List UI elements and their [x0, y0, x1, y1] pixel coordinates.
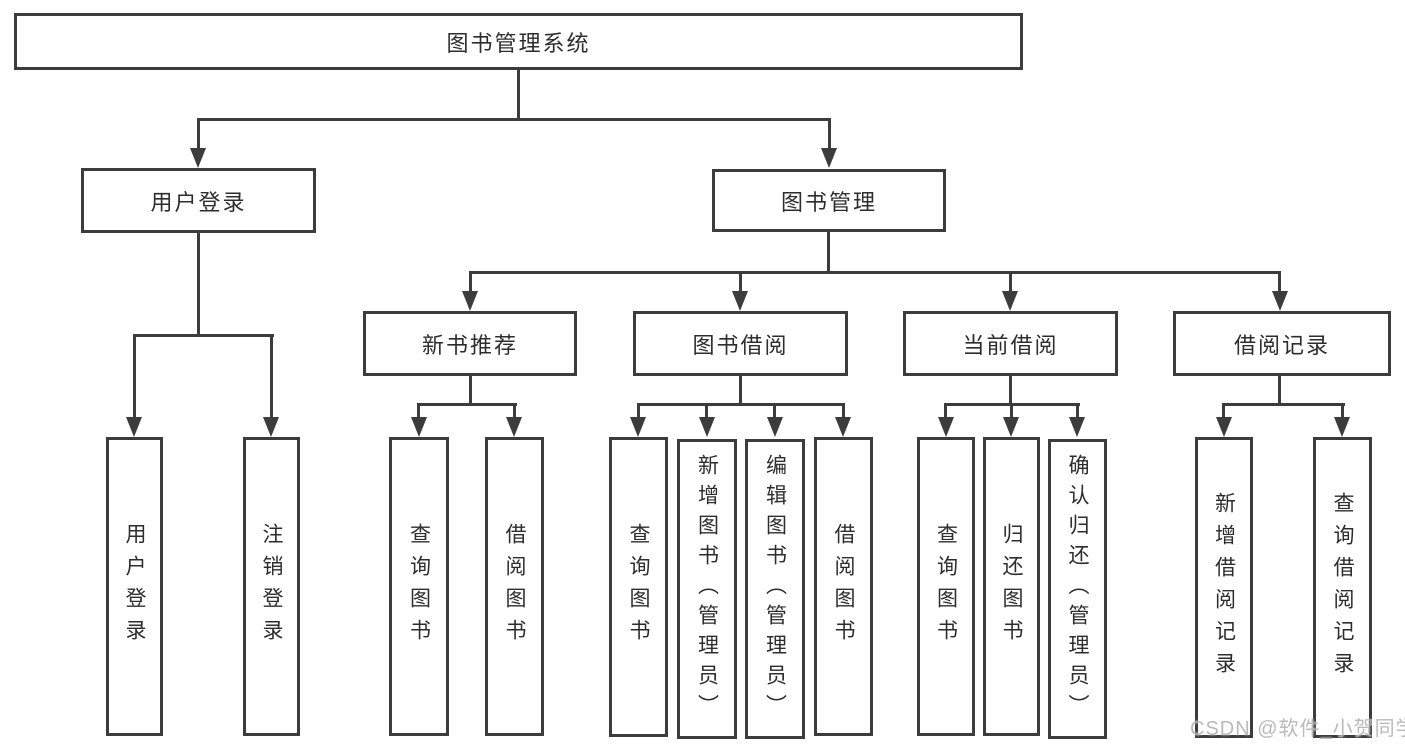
node-book-borrow-label: 图书借阅 [692, 332, 789, 358]
connector-segment [517, 68, 520, 118]
arrow-down-icon [767, 417, 783, 437]
leaf-user-login: 用户登录 [106, 437, 163, 736]
node-root-label: 图书管理系统 [446, 30, 591, 56]
leaf-current-return-label: 归还图书 [1000, 522, 1023, 651]
arrow-down-icon [411, 417, 427, 437]
connector-segment [739, 271, 742, 293]
arrow-down-icon [630, 417, 646, 437]
arrow-down-icon [263, 417, 279, 437]
node-book-management-label: 图书管理 [780, 189, 877, 215]
leaf-borrow-add-admin: 新增图书（管理员） [677, 439, 737, 739]
connector-segment [197, 230, 200, 336]
connector-segment [513, 403, 516, 419]
arrow-down-icon [1003, 417, 1019, 437]
leaf-newbook-borrow-label: 借阅图书 [503, 522, 526, 651]
arrow-down-icon [1069, 417, 1085, 437]
node-book-management: 图书管理 [712, 169, 946, 232]
node-user-login: 用户登录 [81, 168, 316, 233]
node-borrow-records-label: 借阅记录 [1233, 332, 1330, 358]
connector-segment [842, 403, 845, 419]
connector-segment [133, 334, 274, 337]
connector-segment [773, 403, 776, 419]
node-book-borrow: 图书借阅 [633, 311, 848, 376]
leaf-newbook-query: 查询图书 [389, 437, 449, 736]
connector-segment [1009, 374, 1012, 406]
leaf-record-query: 查询借阅记录 [1313, 437, 1372, 738]
leaf-current-return: 归还图书 [983, 437, 1040, 736]
arrow-down-icon [821, 148, 837, 168]
leaf-record-add-label: 新增借阅记录 [1212, 491, 1236, 684]
node-new-book-recommend: 新书推荐 [363, 311, 577, 376]
leaf-logout-label: 注销登录 [260, 522, 283, 651]
connector-segment [417, 403, 420, 419]
connector-segment [469, 271, 472, 293]
node-root: 图书管理系统 [14, 13, 1023, 70]
arrow-down-icon [1334, 417, 1350, 437]
node-current-borrow: 当前借阅 [903, 311, 1118, 376]
leaf-borrow-edit-admin: 编辑图书（管理员） [745, 439, 805, 739]
arrow-down-icon [835, 417, 851, 437]
leaf-borrow-book-label: 借阅图书 [832, 522, 855, 651]
connector-segment [417, 403, 517, 406]
arrow-down-icon [462, 291, 478, 311]
connector-segment [828, 118, 831, 150]
leaf-borrow-add-admin-label: 新增图书（管理员） [695, 454, 719, 724]
connector-segment [1076, 403, 1079, 419]
connector-segment [944, 403, 947, 419]
leaf-newbook-borrow: 借阅图书 [485, 437, 544, 736]
leaf-user-login-label: 用户登录 [123, 522, 146, 651]
connector-segment [197, 118, 831, 121]
connector-segment [133, 334, 136, 419]
connector-segment [1222, 403, 1345, 406]
node-current-borrow-label: 当前借阅 [962, 332, 1059, 358]
leaf-confirm-return-admin-label: 确认归还（管理员） [1066, 454, 1089, 724]
leaf-newbook-query-label: 查询图书 [407, 522, 431, 651]
arrow-down-icon [699, 417, 715, 437]
leaf-record-query-label: 查询借阅记录 [1331, 491, 1354, 684]
connector-segment [1009, 271, 1012, 293]
connector-segment [1222, 403, 1225, 419]
leaf-current-query-label: 查询图书 [934, 522, 958, 651]
node-borrow-records: 借阅记录 [1173, 311, 1391, 376]
arrow-down-icon [732, 291, 748, 311]
node-new-book-recommend-label: 新书推荐 [421, 332, 518, 358]
connector-segment [637, 403, 845, 406]
arrow-down-icon [506, 417, 522, 437]
arrow-down-icon [938, 417, 954, 437]
leaf-current-query: 查询图书 [917, 437, 975, 736]
arrow-down-icon [190, 148, 206, 168]
connector-segment [469, 374, 472, 406]
leaf-record-add: 新增借阅记录 [1195, 437, 1253, 738]
connector-segment [1010, 403, 1013, 419]
connector-segment [637, 403, 640, 419]
csdn-watermark: CSDN @软件_小贺同学 [1190, 718, 1405, 740]
node-user-login-label: 用户登录 [150, 189, 247, 215]
arrow-down-icon [1002, 291, 1018, 311]
connector-segment [739, 374, 742, 406]
connector-segment [705, 403, 708, 419]
connector-segment [469, 271, 1281, 274]
leaf-borrow-book: 借阅图书 [814, 437, 873, 736]
leaf-borrow-query-label: 查询图书 [627, 523, 650, 651]
leaf-logout: 注销登录 [243, 437, 300, 736]
leaf-confirm-return-admin: 确认归还（管理员） [1048, 439, 1107, 739]
arrow-down-icon [126, 417, 142, 437]
connector-segment [270, 334, 273, 419]
arrow-down-icon [1272, 291, 1288, 311]
arrow-down-icon [1216, 417, 1232, 437]
connector-segment [197, 118, 200, 150]
connector-segment [1278, 374, 1281, 406]
leaf-borrow-query: 查询图书 [609, 437, 668, 737]
connector-segment [1341, 403, 1344, 419]
connector-segment [1278, 271, 1281, 293]
leaf-borrow-edit-admin-label: 编辑图书（管理员） [763, 454, 787, 724]
connector-segment [827, 230, 830, 274]
